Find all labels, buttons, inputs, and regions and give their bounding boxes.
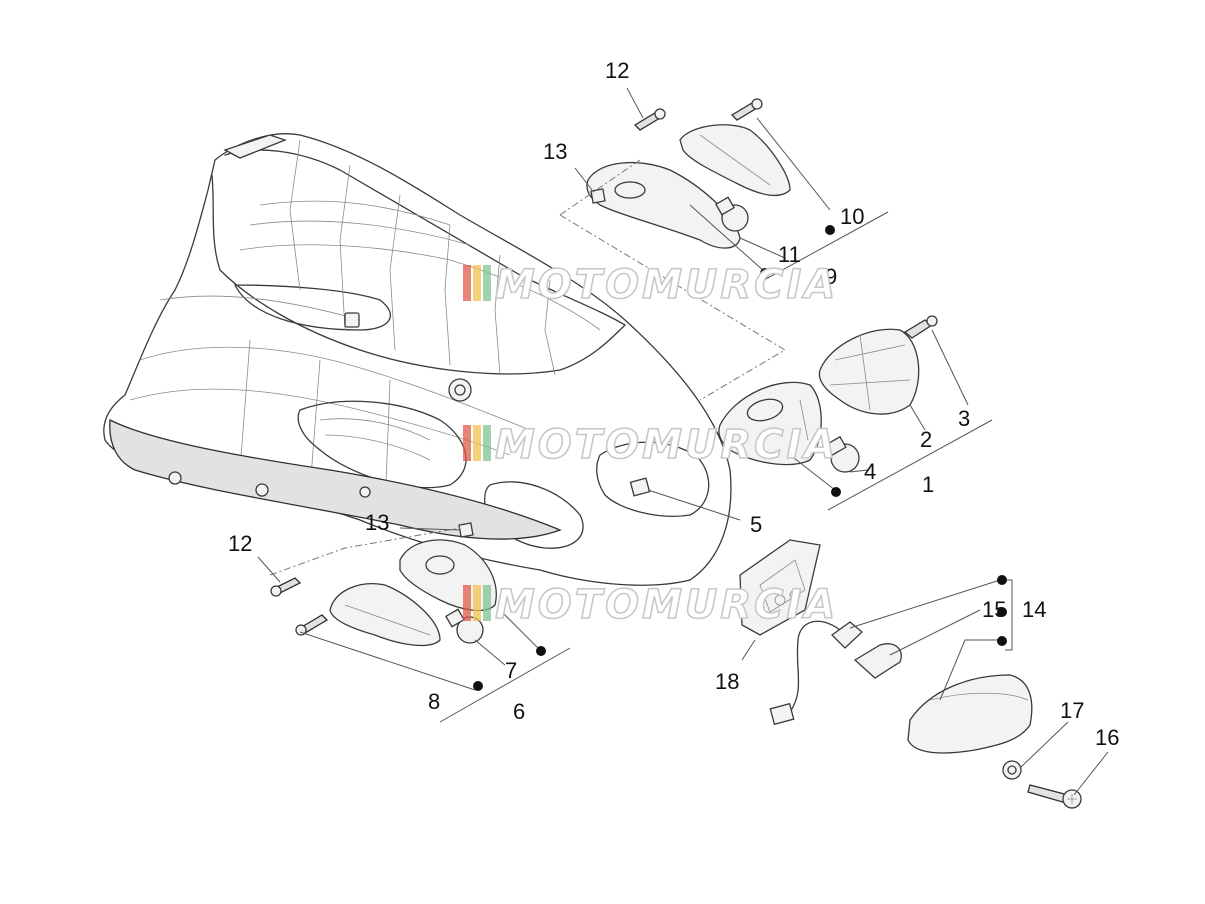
watermark-stripe [473,585,481,621]
watermark-bottom: MOTOMURCIA [463,581,838,629]
callout-labels: 12 13 10 11 9 3 2 4 1 5 13 12 15 14 7 18… [228,58,1119,750]
callout-17: 17 [1060,698,1084,723]
callout-4: 4 [864,459,876,484]
watermark-text: MOTOMURCIA [495,262,838,308]
watermark-middle: MOTOMURCIA [463,421,838,469]
watermark-text: MOTOMURCIA [495,422,838,468]
callout-3: 3 [958,406,970,431]
callout-7: 7 [505,658,517,683]
callout-8: 8 [428,689,440,714]
cage-nut-5 [629,477,651,497]
callout-13-top: 13 [543,139,567,164]
right-front-indicator-assembly [718,315,938,473]
callout-10: 10 [840,204,864,229]
callout-leaders [257,87,1109,796]
callout-12-bottom: 12 [228,531,252,556]
callout-9: 9 [825,264,837,289]
watermark-stripe [463,585,471,621]
callout-18: 18 [715,669,739,694]
lower-left-indicator-assembly [270,522,497,647]
upper-indicator-assembly [586,98,791,249]
watermark-stripe [463,265,471,301]
callout-1: 1 [922,472,934,497]
watermark-stripe [473,425,481,461]
watermark-stripe [483,265,491,301]
watermark-text: MOTOMURCIA [495,582,838,628]
watermark-stripe [473,265,481,301]
callout-11: 11 [778,242,801,267]
callout-16: 16 [1095,725,1119,750]
callout-2: 2 [920,427,932,452]
watermark-stripe [463,425,471,461]
tail-light-assembly [739,539,1082,809]
callout-12-top: 12 [605,58,629,83]
watermark-stripe [483,425,491,461]
watermark-top: MOTOMURCIA [463,261,838,309]
watermark-stripe [483,585,491,621]
callout-14: 14 [1022,597,1046,622]
front-shield-body [103,133,732,586]
callout-15: 15 [982,597,1006,622]
callout-13-bottom: 13 [365,510,389,535]
callout-6: 6 [513,699,525,724]
callout-5: 5 [750,512,762,537]
assembly-guide-lines [269,159,786,576]
